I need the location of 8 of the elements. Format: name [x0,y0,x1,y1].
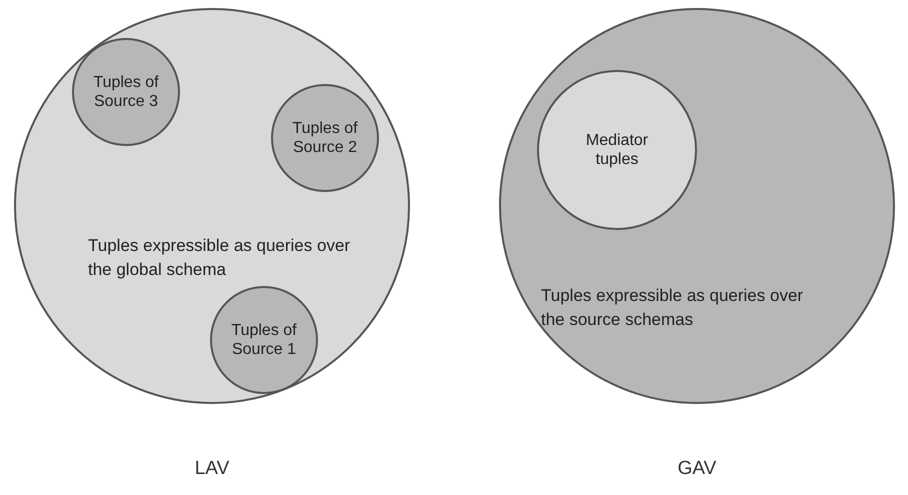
caption-label: GAV [676,458,718,480]
set-label: Mediator tuples [584,131,650,169]
caption-label: LAV [194,458,230,480]
set-label: Tuples expressible as queries over the global schema [88,235,352,281]
set-label: Tuples expressible as queries over the source schemas [541,285,804,331]
set-label: Tuples of Source 3 [92,73,160,111]
set-label: Tuples of Source 2 [291,119,359,157]
set-label: Tuples of Source 1 [230,321,298,359]
